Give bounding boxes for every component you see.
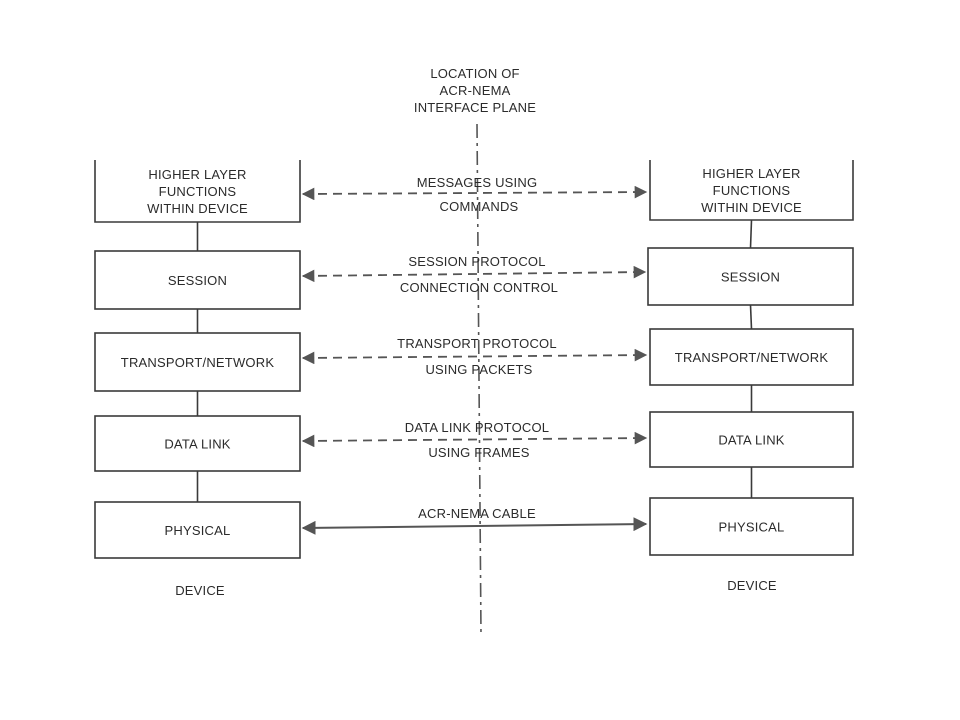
right-device-caption: DEVICE bbox=[727, 578, 777, 593]
right-layer-higher-layer: HIGHER LAYER FUNCTIONS WITHIN DEVICE bbox=[649, 160, 854, 221]
plane-label-line-3: INTERFACE PLANE bbox=[414, 100, 536, 115]
protocol-link: ACR-NEMA CABLE bbox=[301, 506, 648, 535]
right-layer-box bbox=[649, 328, 854, 386]
right-layer-connector bbox=[749, 219, 753, 249]
plane-label-line-1: LOCATION OF bbox=[430, 66, 519, 81]
link-label-above: TRANSPORT PROTOCOL bbox=[397, 336, 557, 351]
link-label-above: SESSION PROTOCOL bbox=[408, 254, 545, 269]
interface-plane-line bbox=[476, 123, 482, 636]
right-layer-label: WITHIN DEVICE bbox=[701, 200, 802, 215]
cable-arrow bbox=[301, 517, 648, 535]
link-label-above: ACR-NEMA CABLE bbox=[418, 506, 536, 521]
left-layer-box bbox=[94, 501, 301, 559]
link-label-below: COMMANDS bbox=[440, 199, 519, 214]
left-layer-label: SESSION bbox=[168, 273, 227, 288]
link-label-above: MESSAGES USING bbox=[417, 175, 538, 190]
right-layer-label: SESSION bbox=[721, 270, 780, 285]
protocol-link: SESSION PROTOCOL CONNECTION CONTROL bbox=[301, 254, 647, 295]
link-label-below: USING PACKETS bbox=[425, 362, 532, 377]
right-layer-box bbox=[649, 411, 854, 468]
left-layer-transport-network: TRANSPORT/NETWORK bbox=[94, 332, 301, 392]
right-layer-box bbox=[649, 497, 854, 556]
left-layer-box bbox=[94, 250, 301, 310]
protocol-link: TRANSPORT PROTOCOL USING PACKETS bbox=[301, 336, 648, 377]
left-layer-box bbox=[94, 332, 301, 392]
left-layer-higher-layer: HIGHER LAYER FUNCTIONS WITHIN DEVICE bbox=[94, 160, 301, 223]
right-device: HIGHER LAYER FUNCTIONS WITHIN DEVICE SESSIO… bbox=[647, 160, 854, 556]
right-layer-label: FUNCTIONS bbox=[713, 183, 791, 198]
protocol-arrow bbox=[301, 185, 648, 201]
left-layer-label: TRANSPORT/NETWORK bbox=[121, 355, 275, 370]
right-layer-physical: PHYSICAL bbox=[649, 497, 854, 556]
left-layer-label: HIGHER LAYER bbox=[148, 167, 246, 182]
left-layer-data-link: DATA LINK bbox=[94, 415, 301, 472]
protocol-link: DATA LINK PROTOCOL USING FRAMES bbox=[301, 420, 648, 460]
protocol-arrow bbox=[301, 265, 647, 283]
right-layer-label: PHYSICAL bbox=[719, 520, 785, 535]
plane-label-line-2: ACR-NEMA bbox=[440, 83, 511, 98]
right-layer-label: TRANSPORT/NETWORK bbox=[675, 350, 829, 365]
left-layer-physical: PHYSICAL bbox=[94, 501, 301, 559]
right-layer-label: DATA LINK bbox=[718, 433, 784, 448]
left-device-caption: DEVICE bbox=[175, 583, 225, 598]
left-layer-label: FUNCTIONS bbox=[159, 184, 237, 199]
interface-plane-label: LOCATION OF ACR-NEMA INTERFACE PLANE bbox=[414, 66, 536, 115]
right-layer-data-link: DATA LINK bbox=[649, 411, 854, 468]
right-layer-label: HIGHER LAYER bbox=[702, 166, 800, 181]
right-layer-session: SESSION bbox=[647, 247, 854, 306]
left-layer-box bbox=[94, 415, 301, 472]
right-layer-transport-network: TRANSPORT/NETWORK bbox=[649, 328, 854, 386]
left-layer-label: PHYSICAL bbox=[165, 523, 231, 538]
protocol-links: MESSAGES USING COMMANDS SESSION PROTOCOL CO… bbox=[301, 175, 648, 535]
protocol-arrow bbox=[301, 431, 648, 448]
left-device: HIGHER LAYER FUNCTIONS WITHIN DEVICE SESSIO… bbox=[94, 160, 301, 559]
right-layer-box bbox=[647, 247, 854, 306]
left-layer-label: WITHIN DEVICE bbox=[147, 201, 248, 216]
left-layer-label: DATA LINK bbox=[164, 437, 230, 452]
link-label-above: DATA LINK PROTOCOL bbox=[405, 420, 549, 435]
protocol-arrow bbox=[301, 348, 648, 365]
left-layer-session: SESSION bbox=[94, 250, 301, 310]
link-label-below: CONNECTION CONTROL bbox=[400, 280, 558, 295]
right-layer-connector bbox=[749, 304, 753, 330]
link-label-below: USING FRAMES bbox=[428, 445, 529, 460]
protocol-link: MESSAGES USING COMMANDS bbox=[301, 175, 648, 214]
